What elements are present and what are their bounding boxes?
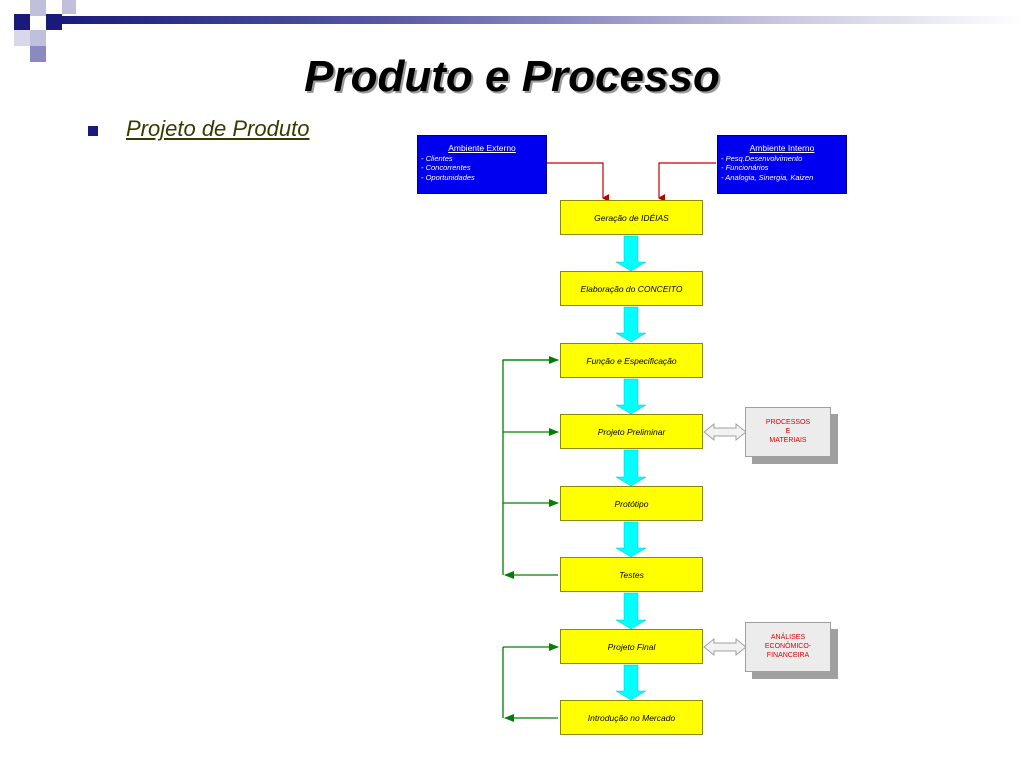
feedback-loop-2 bbox=[502, 643, 559, 722]
internal-item: - Funcionários bbox=[721, 163, 769, 172]
analises-line: ANÁLISES bbox=[770, 634, 806, 641]
analises-financeira-box: ANÁLISES ECONÔMICO- FINANCEIRA bbox=[745, 622, 831, 672]
external-item: - Clientes bbox=[421, 153, 453, 163]
slide-title: Produto e Processo bbox=[304, 52, 720, 101]
double-arrow-processos bbox=[703, 422, 747, 442]
corner-decoration bbox=[0, 0, 80, 70]
step-preliminary-design: Projeto Preliminar bbox=[560, 414, 703, 449]
double-arrow-analises bbox=[703, 637, 747, 657]
flow-arrow-4 bbox=[615, 449, 647, 487]
step-market-introduction: Introdução no Mercado bbox=[560, 700, 703, 735]
processos-line: PROCESSOS bbox=[765, 419, 811, 426]
internal-environment-box: Ambiente Interno - Pesq.Desenvolvimento … bbox=[717, 135, 847, 194]
feedback-loop-1 bbox=[502, 356, 559, 579]
step-tests: Testes bbox=[560, 557, 703, 592]
processos-line: MATERIAIS bbox=[769, 437, 807, 444]
input-arrow-external bbox=[546, 162, 609, 202]
external-item: - Oportunidades bbox=[421, 172, 475, 182]
internal-item: - Pesq.Desenvolvimento bbox=[721, 153, 803, 163]
external-environment-title: Ambiente Externo bbox=[448, 143, 516, 153]
slide-subtitle: Projeto de Produto bbox=[126, 116, 310, 141]
step-ideas: Geração de IDÉIAS bbox=[560, 200, 703, 235]
internal-environment-title: Ambiente Interno bbox=[749, 143, 815, 153]
flow-arrow-7 bbox=[615, 664, 647, 701]
processos-line: E bbox=[785, 428, 791, 435]
external-environment-box: Ambiente Externo - Clientes - Concorrent… bbox=[417, 135, 547, 194]
input-arrow-internal bbox=[658, 162, 716, 202]
bullet-icon bbox=[88, 126, 98, 136]
flow-arrows bbox=[615, 235, 647, 701]
flow-arrow-1 bbox=[615, 235, 647, 272]
external-item: - Concorrentes bbox=[421, 163, 471, 172]
analises-line: ECONÔMICO- bbox=[764, 643, 812, 650]
header-bar bbox=[60, 16, 1024, 24]
flow-arrow-3 bbox=[615, 378, 647, 415]
step-prototype: Protótipo bbox=[560, 486, 703, 521]
flow-arrow-2 bbox=[615, 306, 647, 343]
step-specification: Função e Especificação bbox=[560, 343, 703, 378]
analises-line: FINANCEIRA bbox=[766, 652, 810, 659]
processos-materiais-box: PROCESSOS E MATERIAIS bbox=[745, 407, 831, 457]
flow-arrow-5 bbox=[615, 521, 647, 558]
step-final-design: Projeto Final bbox=[560, 629, 703, 664]
flow-arrow-6 bbox=[615, 592, 647, 630]
step-concept: Elaboração do CONCEITO bbox=[560, 271, 703, 306]
internal-item: - Analogia, Sinergia, Kaizen bbox=[721, 172, 814, 182]
